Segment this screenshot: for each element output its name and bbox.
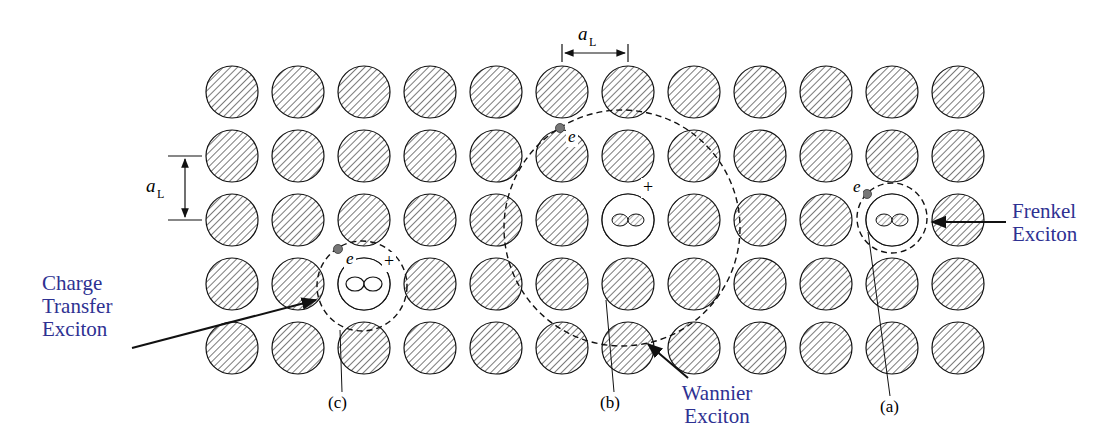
lattice-atom	[470, 66, 522, 118]
wannier-orbit	[504, 110, 740, 346]
lattice-atom	[338, 194, 390, 246]
lattice-atom	[404, 258, 456, 310]
lattice-atom	[404, 194, 456, 246]
dimension-lines	[168, 44, 628, 220]
lattice-atom	[470, 322, 522, 374]
callout-letter: (c)	[328, 394, 347, 413]
lattice-atom	[800, 194, 852, 246]
lattice-atom	[470, 194, 522, 246]
lattice-atom	[272, 322, 324, 374]
electron-label: e	[344, 250, 356, 269]
lattice-atom	[866, 258, 918, 310]
frenkel-orbital	[866, 194, 918, 246]
lattice-atom	[734, 258, 786, 310]
lattice-atom	[668, 322, 720, 374]
lattice-atom	[734, 130, 786, 182]
lattice-atom	[602, 194, 654, 246]
charge-transfer-orbit	[317, 241, 407, 331]
electron-label: e	[851, 178, 863, 197]
callout-letter: (b)	[600, 394, 620, 413]
lattice-atom	[866, 322, 918, 374]
hole-label: +	[641, 178, 655, 198]
callout-letter: (a)	[880, 398, 899, 417]
lattice-atom	[602, 130, 654, 182]
excited-orbitals	[338, 194, 918, 310]
lattice-atom	[800, 130, 852, 182]
lattice-atom	[272, 130, 324, 182]
lattice-atom	[536, 194, 588, 246]
lattice-atom	[734, 66, 786, 118]
wannier-orbital	[602, 194, 654, 246]
leader-lines	[340, 232, 890, 396]
lattice-atom	[932, 66, 984, 118]
lattice-atom	[536, 66, 588, 118]
lattice-atom	[272, 194, 324, 246]
lattice-atom	[206, 322, 258, 374]
lattice-atom	[602, 258, 654, 310]
exciton-name: Frenkel Exciton	[1012, 200, 1102, 246]
lattice-atoms	[206, 66, 984, 374]
lattice-atom	[668, 194, 720, 246]
lattice-atom	[206, 194, 258, 246]
lattice-atom	[932, 322, 984, 374]
lattice-constant-subscript: L	[589, 36, 596, 49]
lattice-atom	[206, 66, 258, 118]
lattice-atom	[932, 194, 984, 246]
lattice-atom	[800, 258, 852, 310]
lattice-atom	[338, 66, 390, 118]
lattice-atom	[470, 130, 522, 182]
lattice-atom	[932, 258, 984, 310]
lattice-atom	[932, 130, 984, 182]
lattice-atom	[404, 66, 456, 118]
lattice-atom	[866, 130, 918, 182]
lattice-atom	[536, 130, 588, 182]
lattice-atom	[536, 258, 588, 310]
lattice-atom	[206, 258, 258, 310]
lattice-atom	[734, 194, 786, 246]
lattice-atom	[668, 66, 720, 118]
electron-dots	[334, 124, 872, 254]
lattice-atom	[338, 130, 390, 182]
lattice-constant-symbol: a	[578, 24, 588, 45]
lattice-atom	[272, 66, 324, 118]
electron-label: e	[566, 128, 578, 147]
lattice-atom	[668, 258, 720, 310]
lattice-atom	[800, 66, 852, 118]
lattice-atom	[866, 66, 918, 118]
exciton-name: Wannier Exciton	[672, 382, 762, 428]
lattice-atom	[338, 322, 390, 374]
hole-label: +	[382, 252, 396, 272]
exciton-orbit	[317, 110, 927, 346]
lattice-atom	[404, 322, 456, 374]
pointer-arrows	[132, 222, 1006, 378]
lattice-atom	[272, 258, 324, 310]
lattice-atom	[800, 322, 852, 374]
lattice-atom	[470, 258, 522, 310]
lattice-atom	[404, 130, 456, 182]
frenkel-orbit	[857, 183, 927, 253]
exciton-name: Charge Transfer Exciton	[42, 272, 134, 341]
lattice-constant-symbol: a	[146, 176, 156, 197]
lattice-constant-subscript: L	[157, 188, 164, 201]
lattice-atom	[866, 194, 918, 246]
lattice-atom	[536, 322, 588, 374]
lattice-atom	[734, 322, 786, 374]
lattice-atom	[206, 130, 258, 182]
lattice-atom	[668, 130, 720, 182]
